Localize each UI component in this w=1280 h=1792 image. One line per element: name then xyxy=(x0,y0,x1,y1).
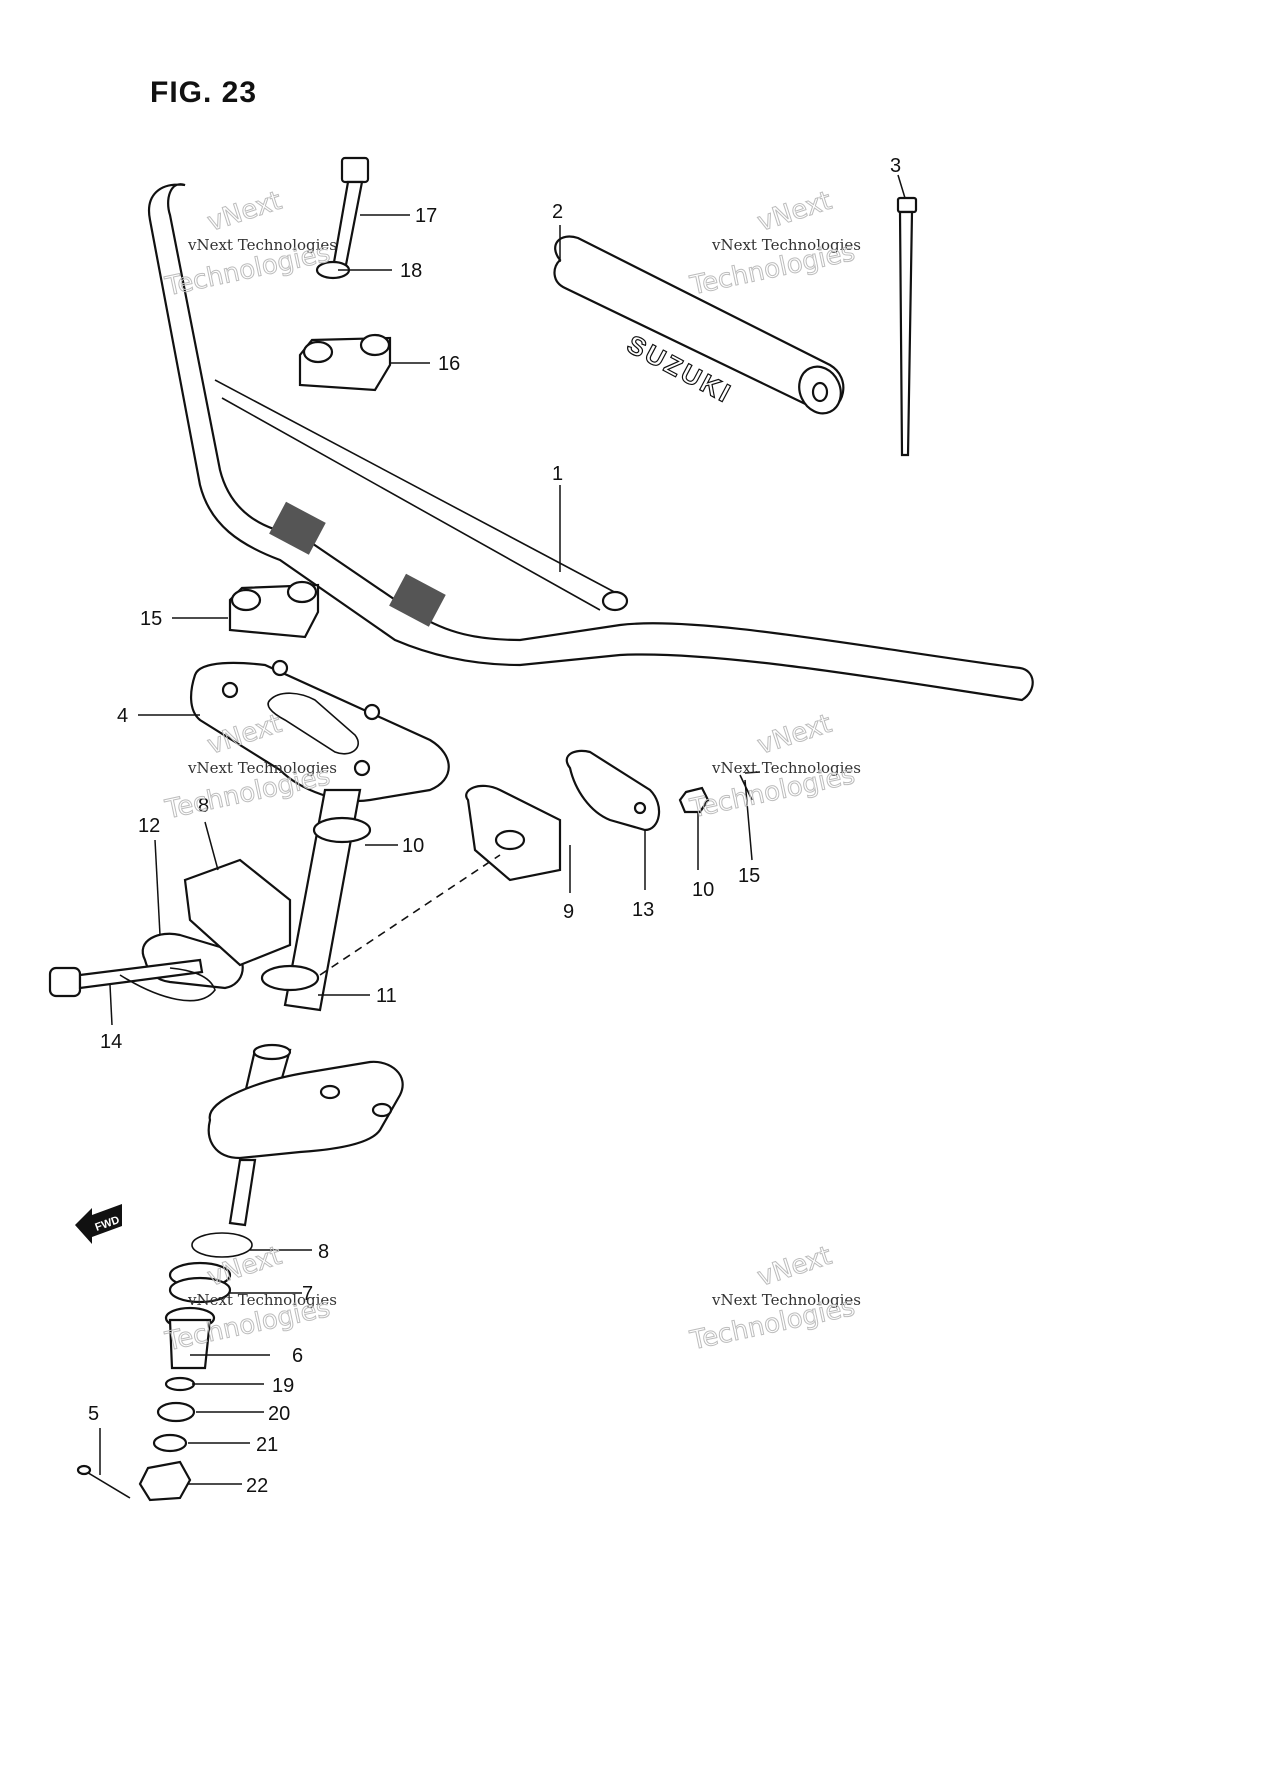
callout-15-lower: 15 xyxy=(140,608,162,630)
svg-text:vNext: vNext xyxy=(754,1241,836,1293)
bolt-13 xyxy=(48,958,216,1002)
svg-text:vNext: vNext xyxy=(204,1241,286,1293)
callout-13: 14 xyxy=(100,1031,122,1053)
svg-text:vNext: vNext xyxy=(754,709,836,761)
svg-text:vNext Technologies: vNext Technologies xyxy=(711,759,861,777)
figure-title: FIG. 23 xyxy=(150,76,258,109)
clamp-8-left xyxy=(183,858,292,967)
clamp-plate-12 xyxy=(565,749,661,832)
steering-shaft xyxy=(207,788,404,1227)
ring-18 xyxy=(164,1376,196,1392)
svg-text:vNext Technologies: vNext Technologies xyxy=(711,1291,861,1309)
callout-11: 12 xyxy=(138,815,160,837)
callout-8-left: 8 xyxy=(198,795,209,817)
callout-14: 15 xyxy=(738,865,760,887)
callout-12: 13 xyxy=(632,899,654,921)
nut-21 xyxy=(138,1460,192,1502)
svg-text:vNext: vNext xyxy=(754,186,836,238)
callout-8-right: 9 xyxy=(563,901,574,923)
bushing-5 xyxy=(164,1306,216,1370)
callout-1: 1 xyxy=(552,463,563,485)
callout-22: 5 xyxy=(88,1403,99,1425)
svg-text:vNext Technologies: vNext Technologies xyxy=(187,759,337,777)
callout-10-upper: 10 xyxy=(402,835,424,857)
callout-5: 6 xyxy=(292,1345,303,1367)
svg-text:vNext Technologies: vNext Technologies xyxy=(187,236,337,254)
callout-3: 3 xyxy=(890,155,901,177)
fwd-arrow: FWD xyxy=(75,1204,122,1244)
clamp-bolt xyxy=(331,156,370,272)
svg-text:vNext: vNext xyxy=(204,186,286,238)
leader-lines xyxy=(99,174,906,1485)
clamp-8-right xyxy=(465,784,562,882)
circlip-7 xyxy=(191,1232,253,1258)
handlebar-holder xyxy=(190,659,450,802)
callout-21: 22 xyxy=(246,1475,268,1497)
washer-20 xyxy=(152,1433,188,1453)
callout-6: 7 xyxy=(302,1283,313,1305)
callout-2: 2 xyxy=(552,201,563,223)
callout-20: 21 xyxy=(256,1434,278,1456)
nut-9 xyxy=(678,786,710,814)
callout-4: 4 xyxy=(117,705,128,727)
cable-tie xyxy=(896,196,918,457)
callout-9: 10 xyxy=(692,879,714,901)
callout-17: 18 xyxy=(400,260,422,282)
upper-clamp xyxy=(298,333,392,392)
watermark-1: vNext vNext Technologies Technologies xyxy=(162,185,337,303)
bearing-6 xyxy=(168,1261,232,1304)
watermark-5: vNext vNext Technologies Technologies xyxy=(162,1240,337,1358)
axis-line xyxy=(319,854,501,976)
svg-text:vNext Technologies: vNext Technologies xyxy=(187,1291,337,1309)
watermark-2: vNext vNext Technologies Technologies xyxy=(687,185,862,302)
callout-19: 20 xyxy=(268,1403,290,1425)
handlebar xyxy=(147,183,1034,702)
washer-19 xyxy=(156,1401,196,1423)
callout-16: 17 xyxy=(415,205,437,227)
callout-18: 19 xyxy=(272,1375,294,1397)
callout-10-lower: 11 xyxy=(376,985,397,1007)
callout-7: 8 xyxy=(318,1241,329,1263)
lower-clamp xyxy=(228,580,320,639)
watermark-6: vNext vNext Technologies Technologies xyxy=(687,1240,862,1357)
callout-15-upper: 16 xyxy=(438,353,460,375)
svg-text:vNext Technologies: vNext Technologies xyxy=(711,236,861,254)
watermark-4: vNext vNext Technologies Technologies xyxy=(687,708,862,825)
